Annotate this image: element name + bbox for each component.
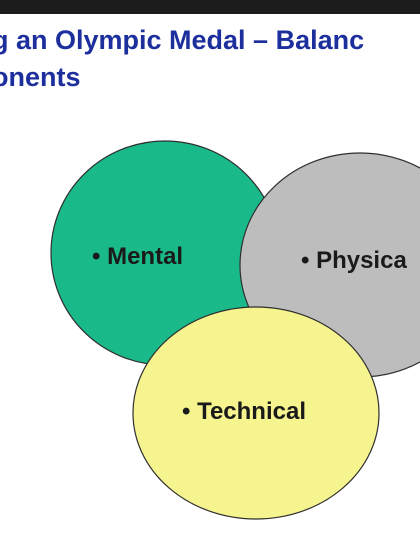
slide-title-line-1: g an Olympic Medal – Balanc [0,25,365,55]
label-physical: • Physica [301,247,407,274]
label-mental: • Mental [92,243,183,270]
slide-title: g an Olympic Medal – Balanc onents [0,22,420,96]
slide-title-line-2: onents [0,62,81,92]
top-window-bar [0,0,420,14]
circle-technical [132,306,380,520]
label-technical: • Technical [182,398,306,425]
